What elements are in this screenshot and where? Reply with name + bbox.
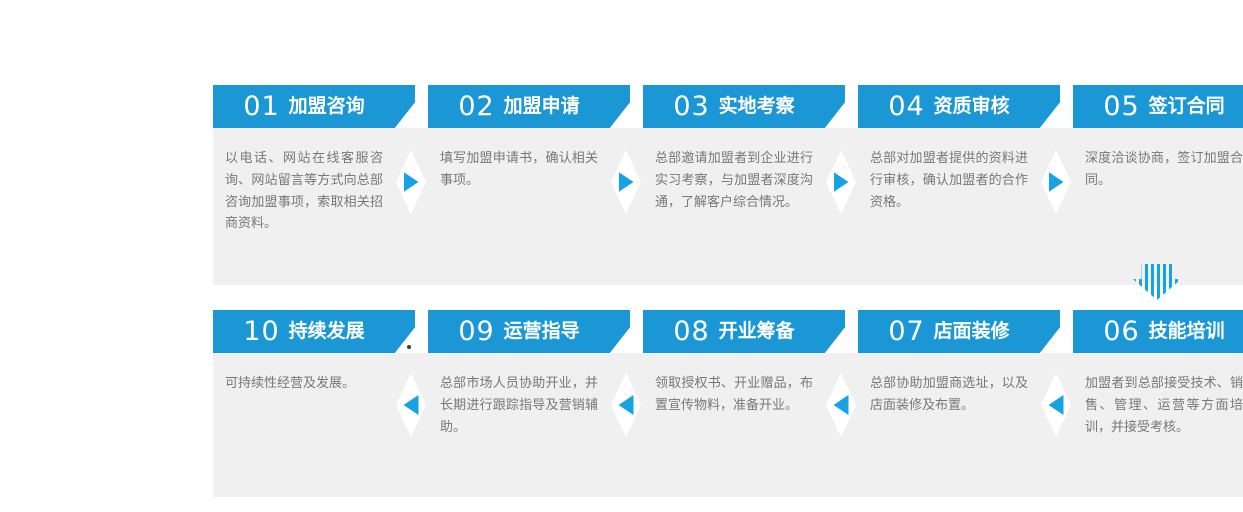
step-number: 04	[888, 91, 925, 122]
arrow-triangle	[403, 395, 419, 415]
step-description-06: 加盟者到总部接受技术、销售、管理、运营等方面培训，并接受考核。	[1085, 376, 1243, 435]
dot-decoration	[407, 345, 411, 349]
step-number: 07	[888, 316, 925, 347]
arrow-triangle	[618, 395, 634, 415]
step-number: 02	[458, 91, 495, 122]
step-number: 01	[243, 91, 280, 122]
step-header-10: 10 持续发展	[213, 310, 415, 353]
step-description-01: 以电话、网站在线客服咨询、网站留言等方式向总部咨询加盟事项，索取相关招商资料。	[225, 151, 383, 232]
step-title: 实地考察	[718, 95, 795, 117]
step-title: 签订合同	[1148, 95, 1225, 117]
step-header-09: 09 运营指导	[428, 310, 630, 353]
step-description-08: 领取授权书、开业赠品，布置宣传物料，准备开业。	[655, 376, 813, 413]
step-title: 运营指导	[503, 320, 580, 342]
step-title: 加盟咨询	[288, 95, 365, 117]
step-number: 08	[673, 316, 710, 347]
step-header-05: 05 签订合同	[1073, 85, 1243, 128]
step-title: 店面装修	[933, 320, 1010, 342]
step-description-10: 可持续性经营及发展。	[225, 376, 356, 391]
step-description-09: 总部市场人员协助开业，并长期进行跟踪指导及营销辅助。	[440, 376, 598, 435]
arrow-triangle	[618, 172, 634, 192]
step-title: 资质审核	[933, 95, 1010, 117]
step-header-08: 08 开业筹备	[643, 310, 845, 353]
row1-body-band	[213, 128, 1243, 285]
step-title: 技能培训	[1148, 320, 1225, 342]
arrow-triangle	[403, 172, 419, 192]
arrow-triangle	[1048, 395, 1064, 415]
step-header-06: 06 技能培训	[1073, 310, 1243, 353]
step-number: 03	[673, 91, 710, 122]
step-title: 加盟申请	[503, 95, 580, 117]
arrow-triangle	[833, 395, 849, 415]
step-header-01: 01 加盟咨询	[213, 85, 415, 128]
step-header-04: 04 资质审核	[858, 85, 1060, 128]
step-number: 10	[243, 316, 280, 347]
step-description-02: 填写加盟申请书，确认相关事项。	[440, 151, 598, 188]
row2-body-band	[213, 353, 1243, 497]
step-number: 06	[1103, 316, 1140, 347]
step-header-03: 03 实地考察	[643, 85, 845, 128]
step-title: 开业筹备	[718, 320, 795, 342]
step-header-07: 07 店面装修	[858, 310, 1060, 353]
step-number: 05	[1103, 91, 1140, 122]
step-header-02: 02 加盟申请	[428, 85, 630, 128]
step-description-07: 总部协助加盟商选址，以及店面装修及布置。	[870, 376, 1028, 413]
step-description-03: 总部邀请加盟者到企业进行实习考察，与加盟者深度沟通，了解客户综合情况。	[655, 151, 813, 210]
arrow-triangle	[1048, 172, 1064, 192]
step-description-05: 深度洽谈协商，签订加盟合同。	[1085, 151, 1243, 188]
step-number: 09	[458, 316, 495, 347]
step-description-04: 总部对加盟者提供的资料进行审核，确认加盟者的合作资格。	[870, 151, 1028, 210]
step-title: 持续发展	[288, 320, 365, 342]
arrow-triangle	[833, 172, 849, 192]
